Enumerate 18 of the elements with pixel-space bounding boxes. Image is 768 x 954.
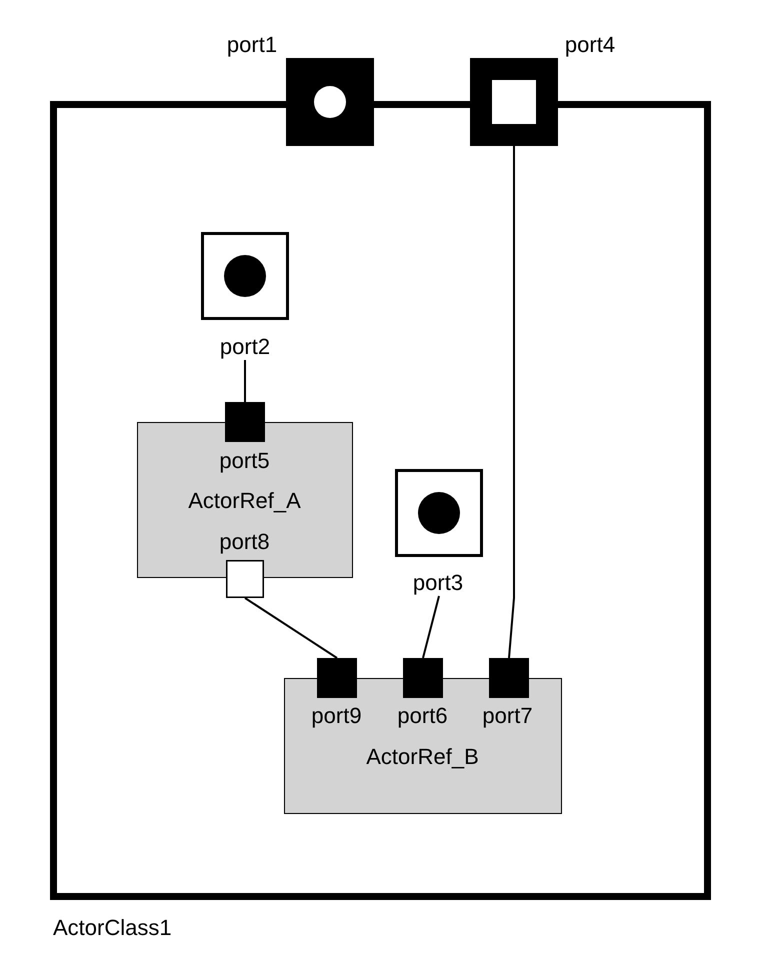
connector-line	[422, 596, 440, 658]
port-label: port9	[311, 702, 362, 728]
port-label: port7	[482, 702, 533, 728]
port-label: port8	[219, 528, 270, 554]
component-box	[137, 422, 353, 578]
connector-line	[508, 146, 515, 658]
port-label: port3	[412, 570, 464, 596]
port-label: port6	[397, 702, 448, 728]
connector-line	[244, 360, 246, 402]
component-name: ActorRef_A	[188, 488, 301, 514]
port-label: port1	[226, 32, 278, 58]
port-label: port5	[219, 448, 270, 474]
port-label: port4	[564, 32, 616, 58]
connector-line	[244, 597, 338, 659]
component-name: ActorRef_B	[366, 744, 479, 770]
component-box	[284, 678, 562, 814]
actor-class-name: ActorClass1	[53, 915, 172, 941]
port-label: port2	[220, 334, 270, 360]
